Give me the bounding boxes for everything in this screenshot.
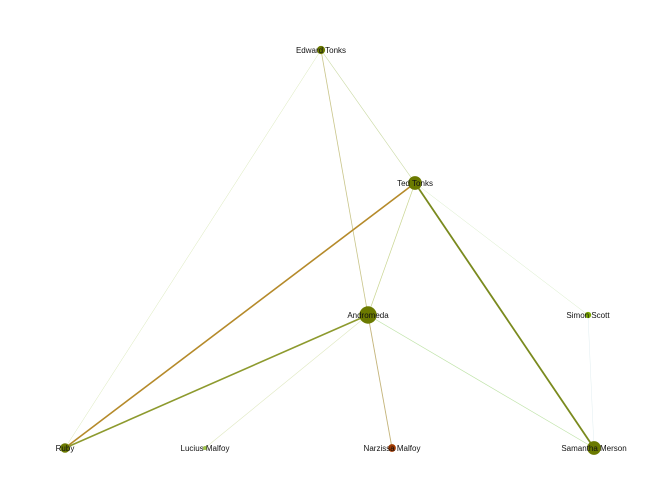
edge-andromeda-ruby [64,314,369,449]
edge-andromeda-samantha [367,314,595,449]
edge-ted-simon [414,182,589,316]
node-label-edward: Edward Tonks [296,46,346,55]
node-edward [316,45,326,55]
node-label-andromeda: Andromeda [347,311,389,320]
node-label-narzissa: Narzissa Malfoy [364,444,421,453]
edge-simon-samantha [587,314,595,449]
node-label-lucius: Lucius Malfoy [181,444,230,453]
node-lucius [202,445,208,451]
edge-andromeda-narzissa [367,314,393,449]
node-andromeda [359,306,377,324]
node-ted [408,176,422,190]
edges-layer [64,49,595,449]
node-simon [584,311,592,319]
node-narzissa [388,444,396,452]
edge-ted-andromeda [367,182,416,316]
node-label-simon: Simon Scott [566,311,610,320]
node-label-samantha: Samantha Merson [561,444,626,453]
edge-andromeda-lucius [204,314,369,449]
nodes-layer [60,45,601,455]
edge-edward-andromeda [320,49,369,316]
edge-ted-ruby [64,182,416,449]
edge-edward-ruby [64,49,322,449]
node-ruby [60,443,70,453]
edge-ted-samantha [414,182,595,449]
node-samantha [587,441,601,455]
node-label-ruby: Ruby [56,444,75,453]
node-label-ted: Ted Tonks [397,179,433,188]
edge-edward-ted [320,49,416,184]
